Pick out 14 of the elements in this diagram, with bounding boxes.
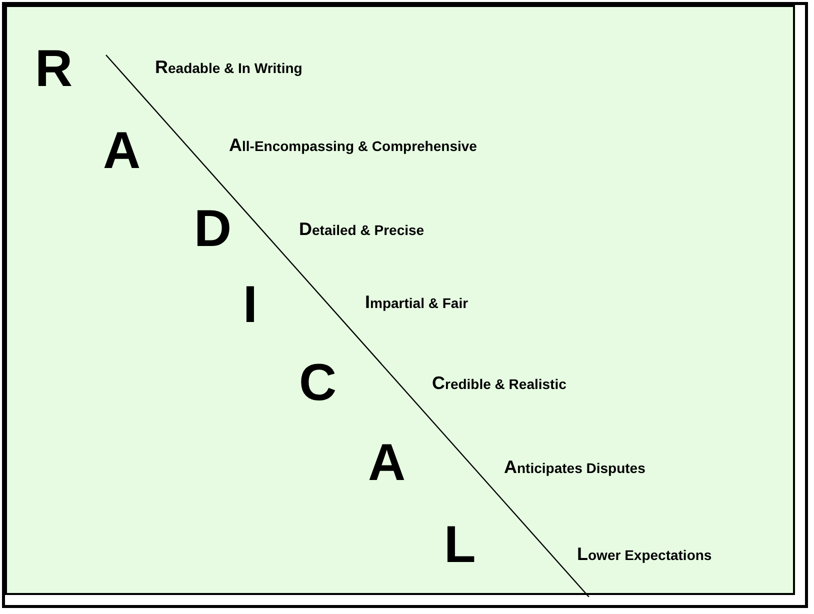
initial-letter: C bbox=[299, 357, 337, 409]
initial-letter: R bbox=[35, 43, 73, 95]
principle-text: All-Encompassing & Comprehensive bbox=[229, 135, 477, 156]
principle-text: Readable & In Writing bbox=[155, 57, 302, 78]
principle-text: Anticipates Disputes bbox=[504, 457, 646, 478]
principle-text: Impartial & Fair bbox=[365, 292, 468, 313]
initial-letter: I bbox=[243, 279, 258, 331]
principle-text: Detailed & Precise bbox=[299, 219, 424, 240]
initial-letter: D bbox=[194, 203, 232, 255]
initial-letter: A bbox=[368, 437, 406, 489]
principle-text: Credible & Realistic bbox=[432, 373, 566, 394]
initial-letter: L bbox=[444, 519, 476, 571]
initial-letter: A bbox=[103, 125, 141, 177]
principle-text: Lower Expectations bbox=[577, 544, 712, 565]
